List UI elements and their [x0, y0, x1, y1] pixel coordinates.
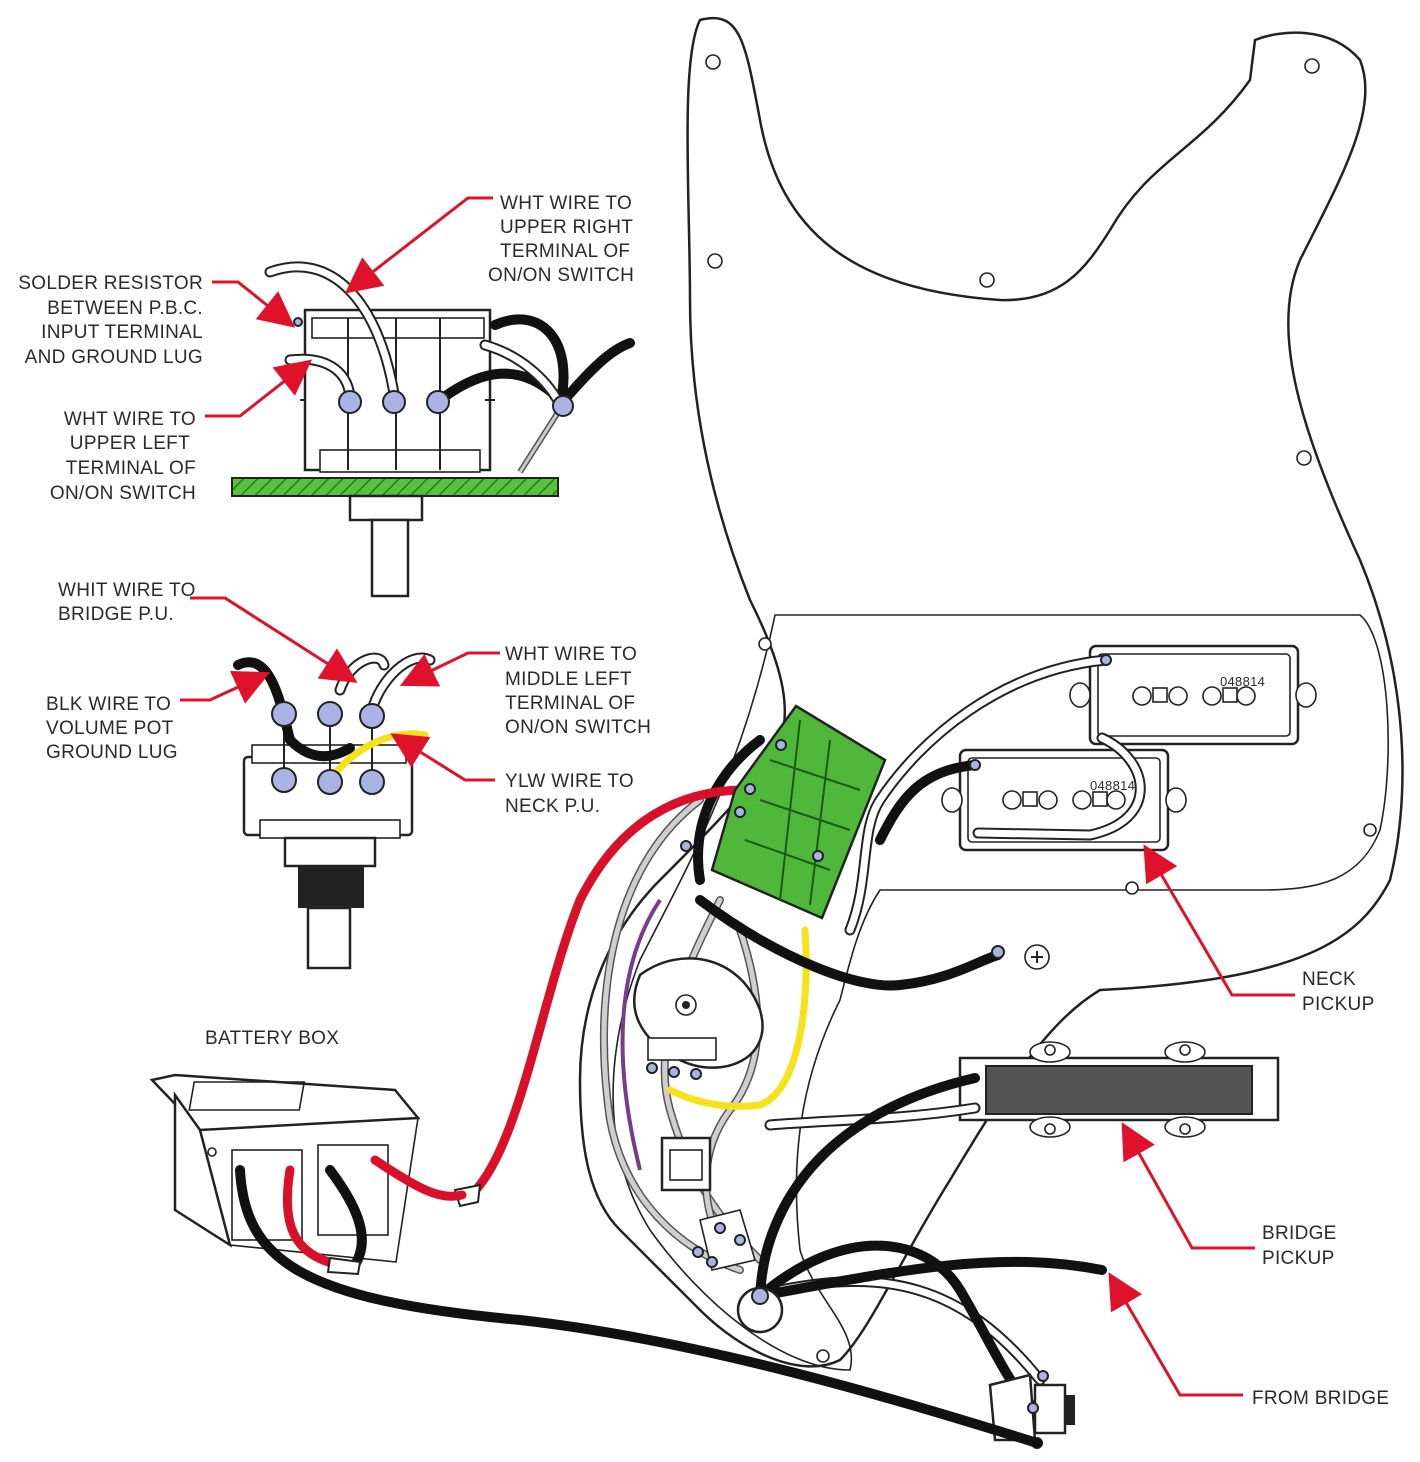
switch-detail	[231, 261, 635, 598]
label-ylw-neck: YLW WIRE TO NECK P.U.	[505, 771, 634, 817]
svg-text:NECK: NECK	[1302, 969, 1356, 990]
svg-text:TERMINAL OF: TERMINAL OF	[66, 458, 196, 479]
bridge-pickup-pole-bar	[985, 1065, 1253, 1115]
svg-text:WHT WIRE TO: WHT WIRE TO	[64, 409, 196, 430]
neck-pickup-upper-cover	[1088, 644, 1300, 746]
label-bridge-pickup: BRIDGE PICKUP	[1262, 1223, 1337, 1269]
ground-lug	[736, 944, 1050, 1334]
pot-detail	[233, 652, 436, 970]
svg-text:BLK WIRE TO: BLK WIRE TO	[46, 694, 171, 715]
svg-text:ON/ON SWITCH: ON/ON SWITCH	[505, 717, 651, 738]
svg-text:YLW WIRE TO: YLW WIRE TO	[505, 771, 634, 792]
pickup-code: 048814	[1090, 778, 1135, 793]
svg-text:TERMINAL OF: TERMINAL OF	[500, 241, 630, 262]
svg-text:WHT WIRE TO: WHT WIRE TO	[500, 193, 632, 214]
svg-text:BRIDGE: BRIDGE	[1262, 1223, 1337, 1244]
label-battery-box: BATTERY BOX	[205, 1028, 339, 1049]
svg-text:UPPER LEFT: UPPER LEFT	[70, 433, 190, 454]
screw-hole	[707, 253, 723, 269]
svg-text:ON/ON SWITCH: ON/ON SWITCH	[488, 265, 634, 286]
svg-text:INPUT TERMINAL: INPUT TERMINAL	[41, 322, 203, 343]
svg-text:GROUND LUG: GROUND LUG	[46, 742, 178, 763]
screw-hole	[1296, 450, 1312, 466]
battery-box	[149, 1073, 1042, 1448]
tone-pot	[692, 1209, 757, 1271]
screw-hole	[979, 272, 995, 288]
svg-text:ON/ON SWITCH: ON/ON SWITCH	[50, 483, 196, 504]
svg-text:WHT WIRE TO: WHT WIRE TO	[505, 644, 637, 665]
svg-text:BRIDGE P.U.: BRIDGE P.U.	[58, 604, 174, 625]
pickup-code: 048814	[1220, 674, 1265, 689]
pcb-section	[231, 477, 559, 497]
screw-hole	[1125, 881, 1139, 895]
label-whit-bridge: WHIT WIRE TO BRIDGE P.U.	[58, 580, 196, 625]
screw-hole	[758, 637, 772, 651]
svg-text:PICKUP: PICKUP	[1262, 1248, 1335, 1269]
body-wiring	[453, 654, 1146, 1413]
svg-text:AND GROUND LUG: AND GROUND LUG	[25, 347, 203, 368]
svg-text:BETWEEN P.B.C.: BETWEEN P.B.C.	[47, 298, 203, 319]
svg-text:VOLUME POT: VOLUME POT	[46, 718, 174, 739]
svg-text:SOLDER RESISTOR: SOLDER RESISTOR	[18, 273, 203, 294]
on-on-switch	[660, 1136, 712, 1192]
svg-text:PICKUP: PICKUP	[1302, 994, 1375, 1015]
preamp-board	[680, 704, 887, 920]
label-blk-volume: BLK WIRE TO VOLUME POT GROUND LUG	[46, 694, 178, 763]
label-solder-resistor: SOLDER RESISTOR BETWEEN P.B.C. INPUT TER…	[18, 273, 203, 368]
screw-hole	[1363, 823, 1377, 837]
label-from-bridge: FROM BRIDGE	[1252, 1388, 1389, 1409]
screw-hole	[705, 54, 721, 70]
screw-hole	[816, 1349, 830, 1363]
label-wht-middle-left: WHT WIRE TO MIDDLE LEFT TERMINAL OF ON/O…	[505, 644, 651, 738]
volume-pot	[633, 957, 764, 1080]
label-neck-pickup: NECK PICKUP	[1302, 969, 1375, 1015]
svg-text:WHIT WIRE TO: WHIT WIRE TO	[58, 580, 196, 601]
label-wht-upper-right: WHT WIRE TO UPPER RIGHT TERMINAL OF ON/O…	[488, 193, 634, 286]
bridge-pickup	[958, 1041, 1280, 1138]
label-wht-upper-left: WHT WIRE TO UPPER LEFT TERMINAL OF ON/ON…	[50, 409, 196, 504]
svg-text:MIDDLE LEFT: MIDDLE LEFT	[505, 669, 632, 690]
svg-text:UPPER RIGHT: UPPER RIGHT	[500, 217, 633, 238]
svg-text:TERMINAL OF: TERMINAL OF	[505, 693, 635, 714]
annotation-arrows	[180, 196, 1295, 1397]
screw-hole	[1304, 58, 1320, 74]
svg-text:NECK P.U.: NECK P.U.	[505, 796, 600, 817]
